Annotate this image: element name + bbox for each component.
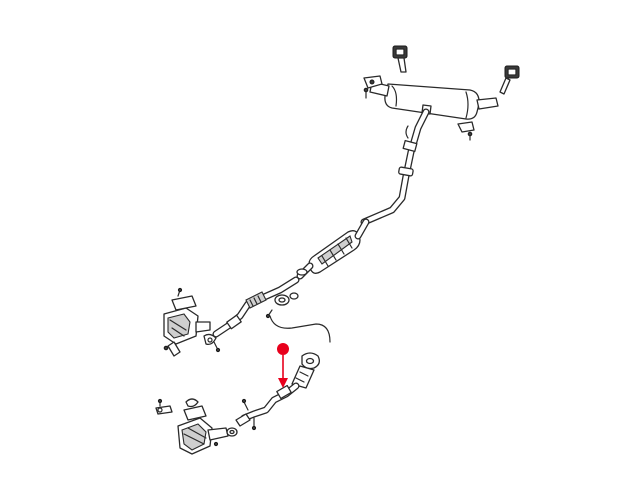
rear-hanger-brackets bbox=[363, 45, 520, 141]
front-exhaust-pipe-highlighted bbox=[235, 352, 320, 431]
rear-muffler bbox=[369, 81, 499, 120]
callout-dot bbox=[277, 343, 289, 355]
lower-catalytic-converter bbox=[177, 405, 229, 455]
gaskets bbox=[185, 398, 238, 437]
front-pipe-flex-section bbox=[212, 268, 308, 338]
intermediate-pipe bbox=[360, 108, 430, 226]
clamps-and-fasteners bbox=[155, 398, 249, 415]
callout-marker bbox=[277, 343, 289, 388]
section-bracket-curve bbox=[269, 315, 331, 343]
upper-catalytic-converter bbox=[163, 287, 221, 357]
callout-arrow-head bbox=[278, 378, 288, 388]
resonator bbox=[296, 218, 370, 280]
